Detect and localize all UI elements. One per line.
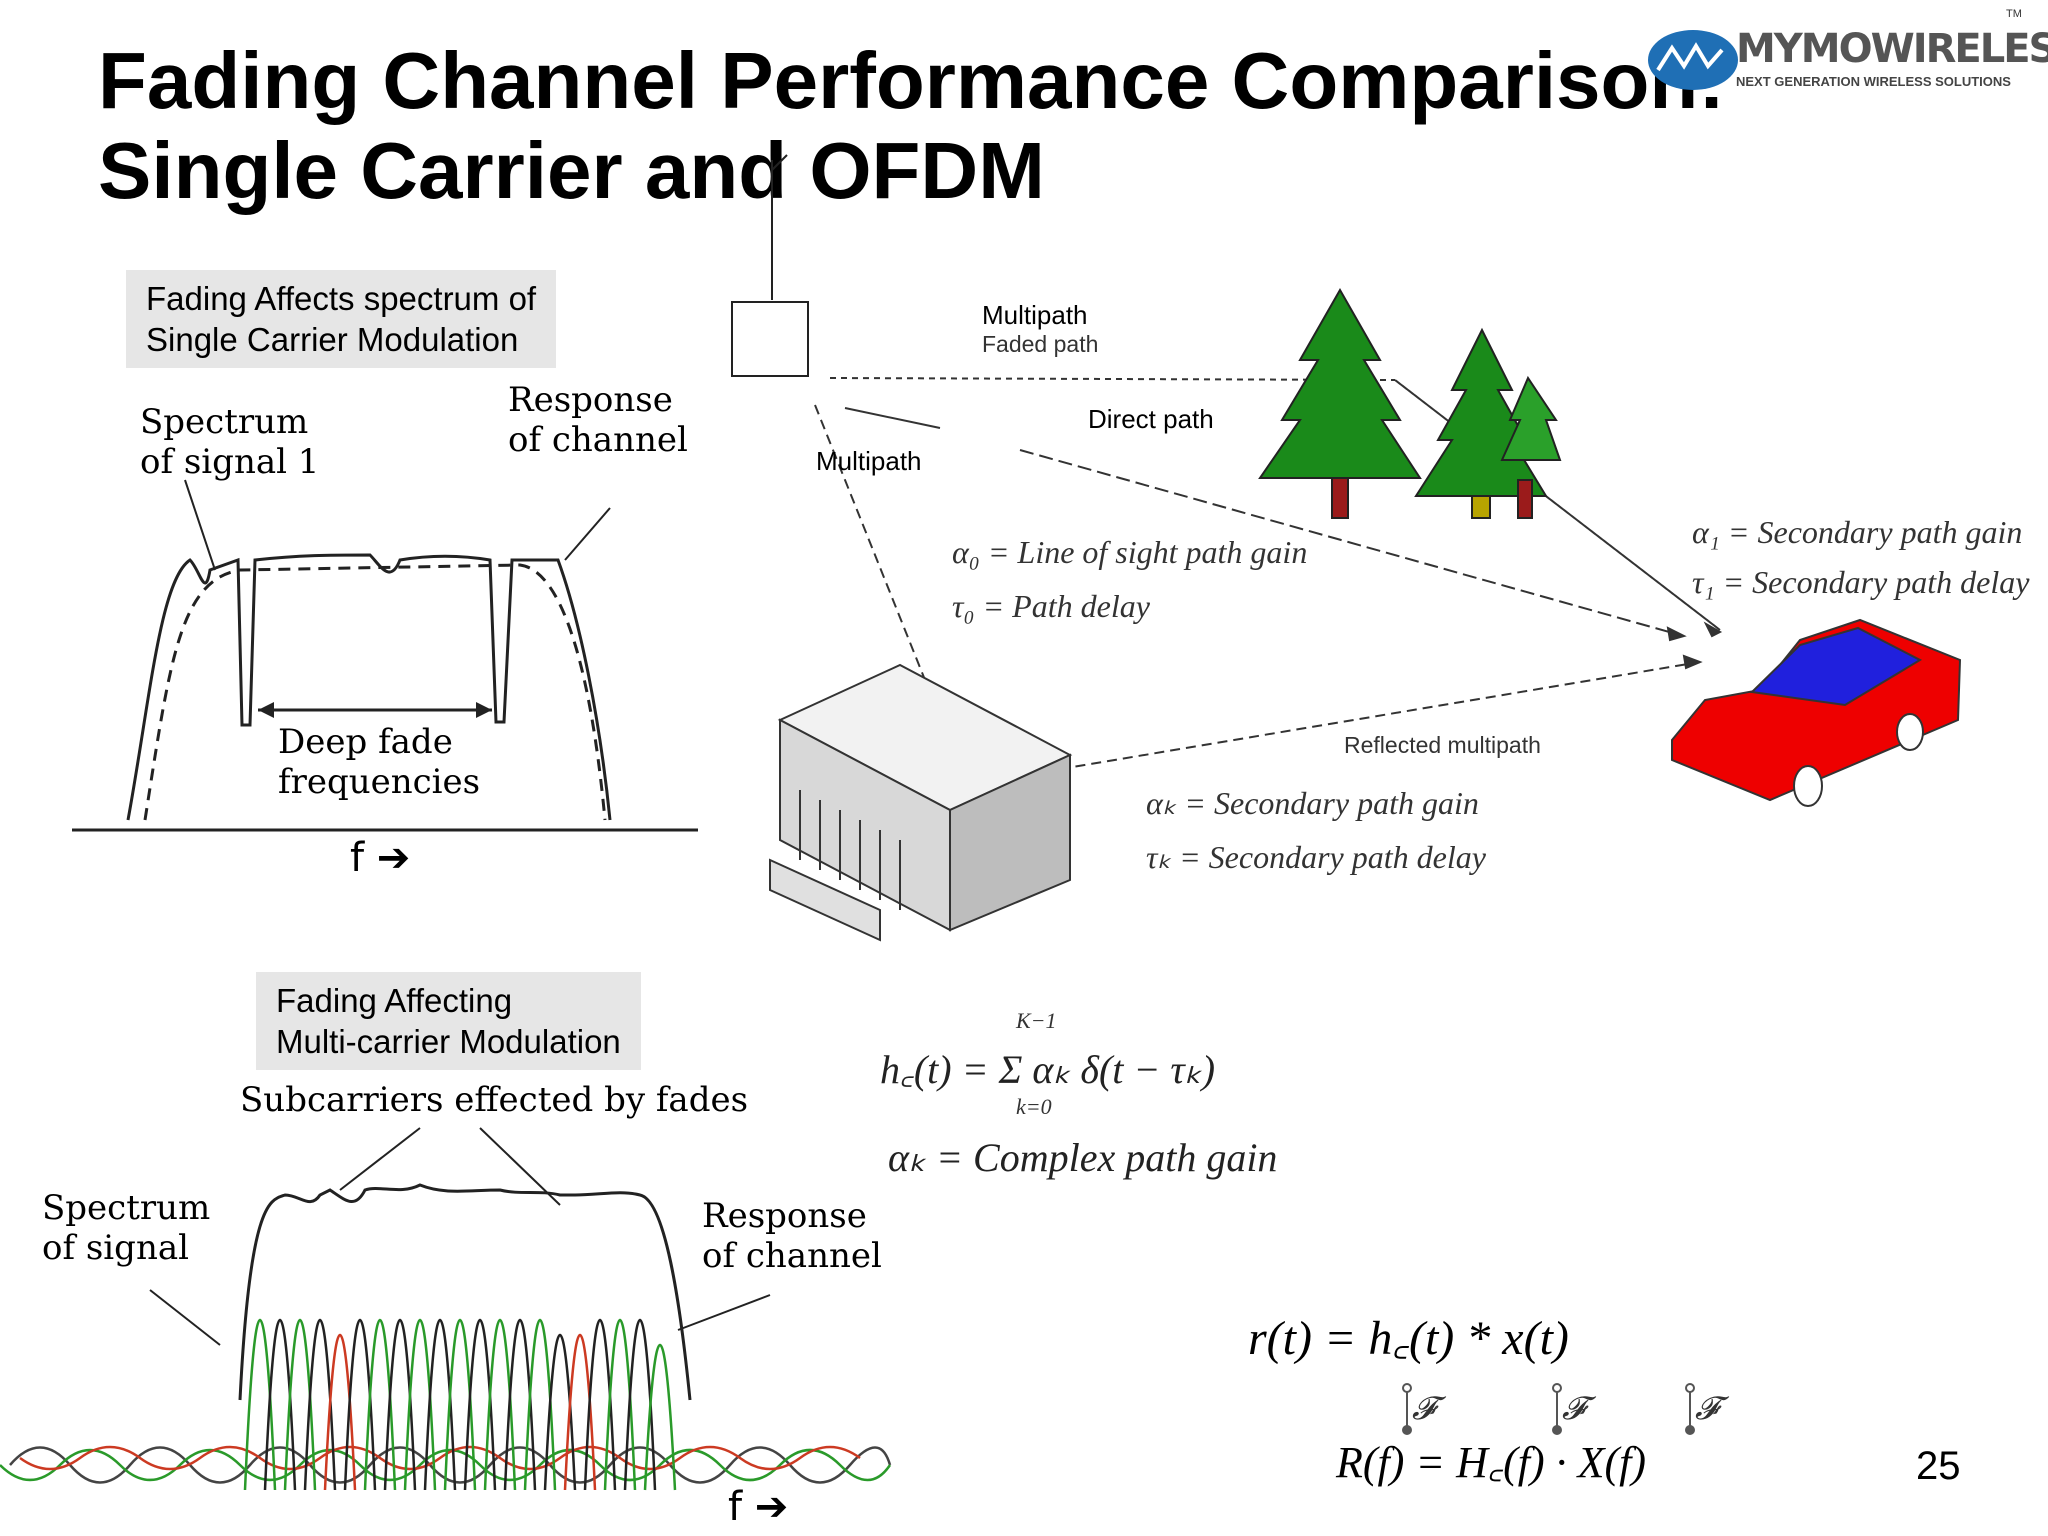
sum-lower-limit: k=0 — [1016, 1094, 1052, 1119]
alpha1-equation: α₁ = Secondary path gain — [1692, 514, 2023, 550]
complex-gain-equation: αₖ = Complex path gain — [888, 1135, 1278, 1180]
fourier-symbol-3: 𝓕 — [1695, 1390, 1719, 1426]
fourier-symbol-1: 𝓕 — [1412, 1390, 1436, 1426]
logo-brand: MYMOWIRELESS — [1736, 26, 2048, 72]
alphak-equation: αₖ = Secondary path gain — [1146, 785, 1479, 821]
mc-channel-response — [238, 1183, 692, 1401]
logo-trademark: TM — [2006, 8, 2022, 20]
impulse-response-equation: h꜀(t) = Σ αₖ δ(t − τₖ) — [880, 1047, 1216, 1092]
sc-callout-line1: Fading Affects spectrum of — [146, 280, 537, 317]
mc-response-line2: of channel — [702, 1236, 882, 1276]
mc-frequency-label: f ➔ — [728, 1484, 789, 1530]
tauk-equation: τₖ = Secondary path delay — [1146, 839, 1486, 875]
sc-spectrum-line1: Spectrum — [140, 402, 309, 442]
tau0-equation: τ₀ = Path delay — [952, 588, 1150, 624]
multipath-faded-label: Multipath Faded path — [982, 300, 1098, 358]
mc-response-line1: Response — [702, 1196, 867, 1236]
sc-spectrum-line2: of signal 1 — [140, 442, 320, 482]
time-domain-equation: r(t) = h꜀(t) * x(t) — [1248, 1312, 1569, 1365]
multi-carrier-callout: Fading Affecting Multi-carrier Modulatio… — [256, 972, 641, 1070]
mc-response-label: Response of channel — [702, 1196, 882, 1276]
tau1-equation: τ₁ = Secondary path delay — [1692, 564, 2030, 600]
deep-fade-label: Deep fade frequencies — [278, 722, 480, 802]
mc-spectrum-line2: of signal — [42, 1228, 189, 1268]
logo-tagline: NEXT GENERATION WIRELESS SOLUTIONS — [1736, 74, 2011, 89]
direct-path-label: Direct path — [1088, 404, 1214, 434]
fourier-arrows — [1402, 1383, 1695, 1435]
deep-fade-line1: Deep fade — [278, 722, 453, 762]
slide-title: Fading Channel Performance Comparison: S… — [98, 36, 1725, 216]
transmitter-antenna — [731, 154, 809, 377]
title-line-2: Single Carrier and OFDM — [98, 126, 1045, 215]
sc-response-label: Response of channel — [508, 380, 688, 460]
company-logo: MYMOWIRELESS NEXT GENERATION WIRELESS SO… — [1636, 8, 2048, 98]
sum-upper-limit: K−1 — [1016, 1008, 1057, 1033]
sc-response-line2: of channel — [508, 420, 688, 460]
sc-spectrum-label: Spectrum of signal 1 — [140, 402, 319, 482]
sc-received-spectrum — [126, 553, 612, 821]
reflected-multipath-label: Reflected multipath — [1344, 732, 1541, 758]
multipath-label: Multipath — [816, 446, 922, 476]
multipath-faded-line1: Multipath — [982, 300, 1088, 330]
multipath-faded-line2: Faded path — [982, 331, 1099, 357]
logo-mark-icon — [1648, 30, 1738, 90]
mc-callout-line1: Fading Affecting — [276, 982, 513, 1019]
trees-icon — [1258, 287, 1562, 519]
single-carrier-spectrum — [72, 479, 698, 832]
sc-original-spectrum — [143, 563, 607, 821]
single-carrier-callout: Fading Affects spectrum of Single Carrie… — [126, 270, 557, 368]
fourier-symbol-2: 𝓕 — [1562, 1390, 1586, 1426]
title-line-1: Fading Channel Performance Comparison: — [98, 36, 1725, 125]
deep-fade-line2: frequencies — [278, 762, 481, 802]
mc-spectrum-line1: Spectrum — [42, 1188, 211, 1228]
sc-response-line1: Response — [508, 380, 673, 420]
frequency-domain-equation: R(f) = H꜀(f) · X(f) — [1336, 1438, 1647, 1487]
sc-callout-line2: Single Carrier Modulation — [146, 321, 519, 358]
car-icon — [1671, 618, 1962, 807]
subcarriers-label: Subcarriers effected by fades — [240, 1080, 749, 1120]
mc-callout-line2: Multi-carrier Modulation — [276, 1023, 621, 1060]
sc-frequency-label: f ➔ — [350, 835, 411, 881]
mc-spectrum-label: Spectrum of signal — [42, 1188, 210, 1268]
multi-carrier-spectrum — [0, 1127, 892, 1491]
page-number: 25 — [1916, 1444, 1961, 1488]
building-icon — [769, 663, 1073, 942]
alpha0-equation: α₀ = Line of sight path gain — [952, 534, 1308, 570]
